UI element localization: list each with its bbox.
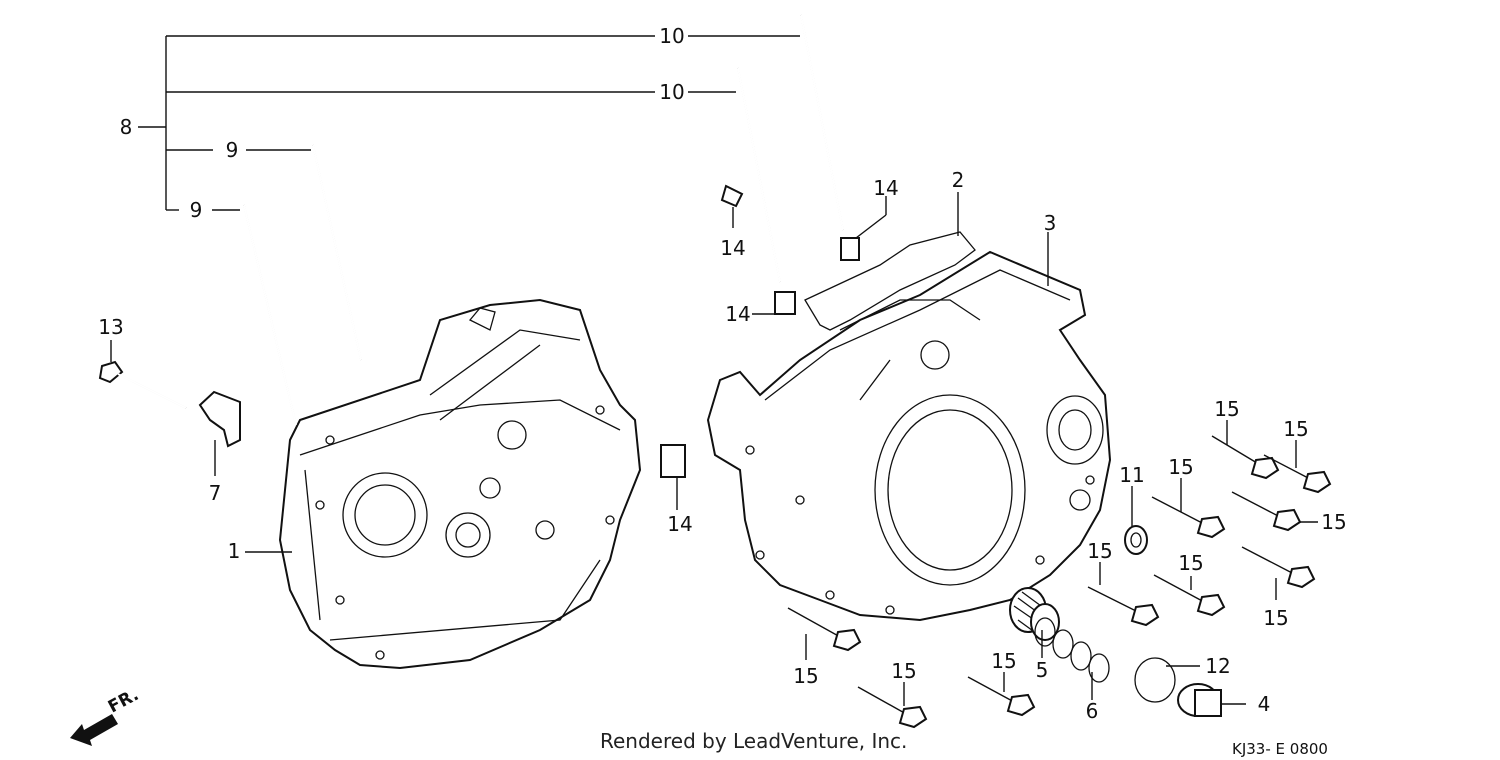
bolt-15-j bbox=[967, 676, 1036, 717]
front-label: FR. bbox=[105, 685, 142, 717]
callout-10-upper: 10 bbox=[659, 24, 684, 48]
bolt-15-c bbox=[1151, 496, 1226, 539]
bolt-15-d bbox=[1231, 491, 1302, 532]
callout-8: 8 bbox=[120, 115, 133, 139]
callout-15-j: 15 bbox=[991, 649, 1016, 673]
spring-6 bbox=[1034, 617, 1110, 683]
callout-14-c: 14 bbox=[725, 302, 750, 326]
callout-labels: 1 2 3 4 5 6 7 8 9 9 10 10 11 12 13 14 14… bbox=[98, 24, 1346, 723]
callout-14-a: 14 bbox=[720, 236, 745, 260]
callout-15-d: 15 bbox=[1321, 510, 1346, 534]
callout-1: 1 bbox=[228, 539, 241, 563]
callout-7: 7 bbox=[209, 481, 222, 505]
callout-15-c: 15 bbox=[1168, 455, 1193, 479]
callout-15-g: 15 bbox=[1087, 539, 1112, 563]
callout-13: 13 bbox=[98, 315, 123, 339]
callout-9-upper: 9 bbox=[226, 138, 239, 162]
callout-6: 6 bbox=[1086, 699, 1099, 723]
bolt-15-h bbox=[787, 607, 862, 652]
callout-14-b: 14 bbox=[873, 176, 898, 200]
dowel-pins bbox=[660, 184, 860, 478]
callout-2: 2 bbox=[952, 168, 965, 192]
front-arrow-icon bbox=[70, 714, 118, 746]
bolt-15-f bbox=[1153, 574, 1226, 617]
right-crankcase bbox=[706, 231, 1112, 622]
oil-screen-5 bbox=[1009, 587, 1060, 641]
drain-plug-4 bbox=[1177, 683, 1222, 717]
callout-5: 5 bbox=[1036, 658, 1049, 682]
bolt-15-b bbox=[1263, 454, 1332, 494]
callout-15-b: 15 bbox=[1283, 417, 1308, 441]
diagram-code: KJ33- E 0800 bbox=[1232, 740, 1328, 758]
callout-15-i: 15 bbox=[891, 659, 916, 683]
leader-lines bbox=[110, 35, 1318, 706]
callout-3: 3 bbox=[1044, 211, 1057, 235]
callout-15-a: 15 bbox=[1214, 397, 1239, 421]
o-ring-12 bbox=[1134, 657, 1176, 703]
stud-bolts bbox=[243, 14, 844, 426]
callout-15-f: 15 bbox=[1178, 551, 1203, 575]
bolt-15-i bbox=[857, 686, 928, 729]
callout-4: 4 bbox=[1258, 692, 1271, 716]
callout-10-lower: 10 bbox=[659, 80, 684, 104]
left-crankcase bbox=[278, 298, 642, 670]
callout-12: 12 bbox=[1205, 654, 1230, 678]
bolt-15-g bbox=[1087, 586, 1160, 627]
drain-parts bbox=[1009, 525, 1222, 717]
bolt-15-e bbox=[1241, 546, 1316, 589]
callout-9-lower: 9 bbox=[190, 198, 203, 222]
callout-14-d: 14 bbox=[667, 512, 692, 536]
bolt-13-and-clamp-7 bbox=[98, 360, 241, 448]
callout-11: 11 bbox=[1119, 463, 1144, 487]
crankcase-gasket bbox=[804, 231, 976, 331]
callout-15-h: 15 bbox=[793, 664, 818, 688]
render-credit: Rendered by LeadVenture, Inc. bbox=[600, 729, 907, 753]
front-direction-marker: FR. bbox=[70, 685, 142, 746]
flange-bolts bbox=[787, 435, 1332, 729]
callout-15-e: 15 bbox=[1263, 606, 1288, 630]
oil-seal-11 bbox=[1124, 525, 1148, 555]
